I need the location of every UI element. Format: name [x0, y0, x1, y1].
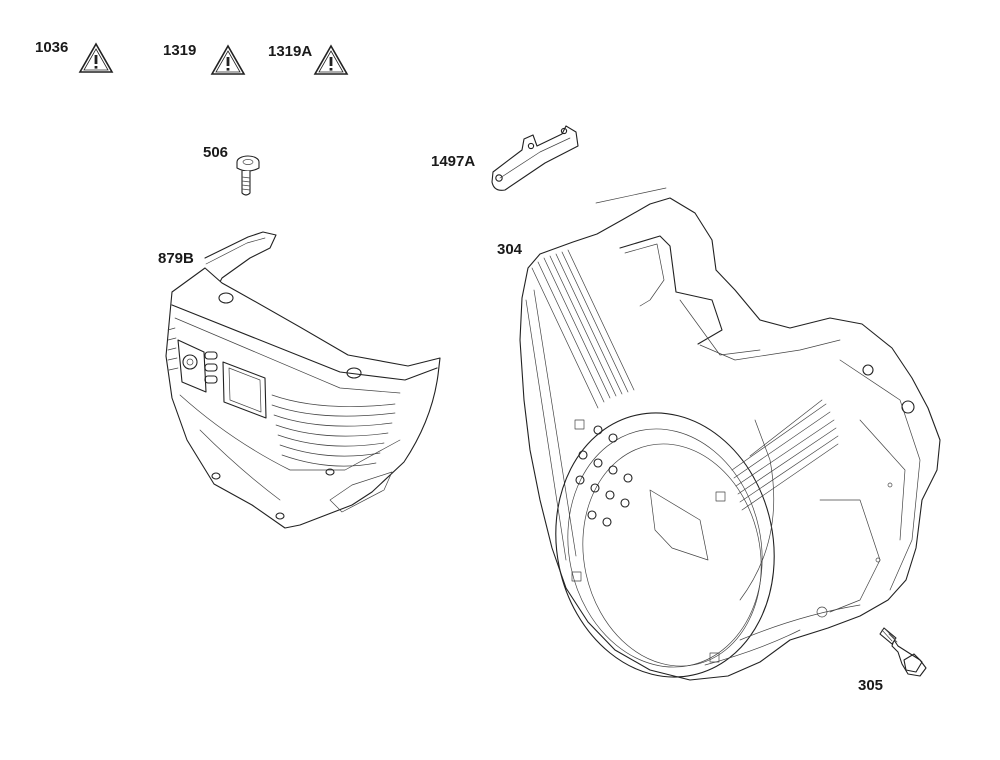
bolt-305: [879, 627, 927, 677]
housing-vent-holes: [575, 425, 633, 527]
callout-879b: 879B: [158, 250, 194, 267]
screw-506: [236, 155, 260, 196]
bracket-1497a: [491, 125, 667, 204]
callout-506: 506: [203, 144, 229, 161]
control-cover-879b: [165, 231, 441, 529]
warning-label-1036: 1036: [35, 39, 69, 56]
blower-housing-304: [519, 197, 941, 681]
callout-1497a: 1497A: [431, 153, 476, 170]
warning-triangle-icon: [78, 42, 114, 73]
warning-label-1319: 1319: [163, 42, 197, 59]
callout-304: 304: [497, 241, 523, 258]
warning-triangle-icon: [210, 44, 246, 75]
warning-triangle-icon: [313, 44, 349, 75]
warning-label-1319a: 1319A: [268, 43, 313, 60]
callout-305: 305: [858, 677, 884, 694]
